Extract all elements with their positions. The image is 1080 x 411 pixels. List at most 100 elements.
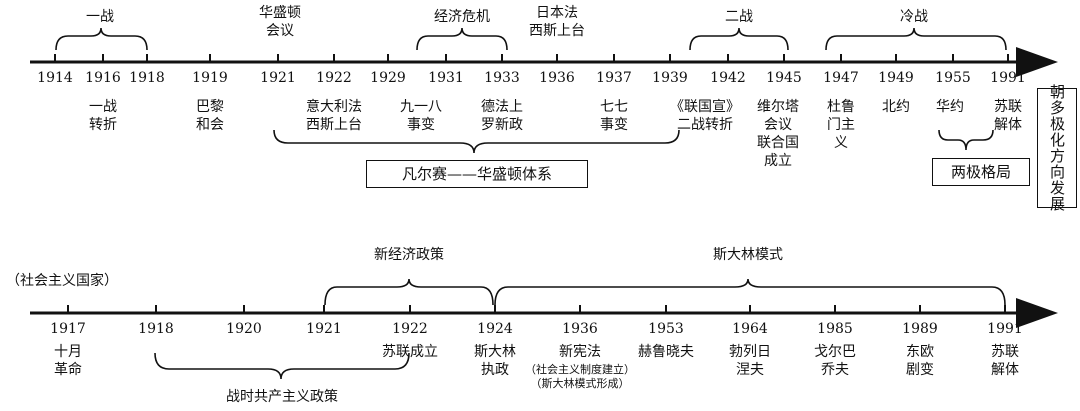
versailles-washington-box: 凡尔赛——华盛顿体系 xyxy=(366,160,588,188)
event-stalin-rule-l1: 斯大林 xyxy=(474,344,516,360)
label-stalin-model: 斯大林模式 xyxy=(713,247,783,263)
event-east-europe: 东欧 剧变 xyxy=(906,343,934,379)
event-ww1-turn-l1: 一战 xyxy=(89,99,117,115)
label-ww1: 一战 xyxy=(86,9,114,25)
event-october: 十月 革命 xyxy=(54,343,82,379)
top-year-label: 1939 xyxy=(652,70,688,86)
event-truman-l3: 义 xyxy=(834,135,848,151)
event-ussr-end-bottom-l1: 苏联 xyxy=(991,344,1019,360)
top-year-label: 1916 xyxy=(85,70,121,86)
top-year-label: 1947 xyxy=(823,70,859,86)
event-october-l2: 革命 xyxy=(54,362,82,378)
event-ussr-end-bottom: 苏联 解体 xyxy=(991,343,1019,379)
bottom-year-label: 1964 xyxy=(732,321,768,337)
label-washington-line1: 华盛顿 xyxy=(259,5,301,21)
brace-ww2 xyxy=(689,27,789,51)
top-year-label: 1949 xyxy=(878,70,914,86)
event-sept18: 九一八 事变 xyxy=(400,98,442,134)
label-washington: 华盛顿 会议 xyxy=(259,4,301,40)
top-ticks xyxy=(54,54,1009,62)
bottom-year-label: 1953 xyxy=(648,321,684,337)
event-yalta-l4: 成立 xyxy=(764,153,792,169)
event-truman-l2: 门主 xyxy=(827,117,855,133)
event-germany-l1: 德法上 xyxy=(481,99,523,115)
event-gorbachev-l2: 乔夫 xyxy=(821,362,849,378)
label-japan-line1: 日本法 xyxy=(536,5,578,21)
event-germany: 德法上 罗新政 xyxy=(481,98,523,134)
event-italy: 意大利法 西斯上台 xyxy=(306,98,362,134)
top-year-label: 1936 xyxy=(539,70,575,86)
top-year-label: 1931 xyxy=(428,70,464,86)
top-year-label: 1921 xyxy=(260,70,296,86)
label-crisis: 经济危机 xyxy=(434,9,490,25)
label-japan: 日本法 西斯上台 xyxy=(529,4,585,40)
event-nato: 北约 xyxy=(882,99,910,115)
top-year-label: 1922 xyxy=(316,70,352,86)
event-east-europe-l2: 剧变 xyxy=(906,362,934,378)
event-ussr-end-top: 苏联 解体 xyxy=(994,98,1022,134)
bottom-year-label: 1989 xyxy=(902,321,938,337)
event-ussr-end-top-l2: 解体 xyxy=(994,117,1022,133)
event-truman-l1: 杜鲁 xyxy=(827,99,855,115)
event-ussr-end-bottom-l2: 解体 xyxy=(991,362,1019,378)
bipolar-box: 两极格局 xyxy=(932,158,1030,186)
top-year-label: 1919 xyxy=(192,70,228,86)
event-stalin-rule-l2: 执政 xyxy=(481,362,509,378)
event-paris-l2: 和会 xyxy=(196,117,224,133)
label-washington-line2: 会议 xyxy=(266,23,294,39)
event-un-declaration: 《联国宣》 二战转折 xyxy=(670,98,740,134)
top-year-label: 1918 xyxy=(129,70,165,86)
label-ww2: 二战 xyxy=(725,9,753,25)
label-japan-line2: 西斯上台 xyxy=(529,23,585,39)
event-stalin-rule: 斯大林 执政 xyxy=(474,343,516,379)
bottom-year-label: 1921 xyxy=(306,321,342,337)
top-year-label: 1914 xyxy=(37,70,73,86)
top-year-label: 1991 xyxy=(990,70,1026,86)
label-coldwar: 冷战 xyxy=(900,9,928,25)
event-ww1-turn-l2: 转折 xyxy=(89,117,117,133)
bottom-year-label: 1936 xyxy=(562,321,598,337)
top-year-label: 1942 xyxy=(710,70,746,86)
event-italy-l1: 意大利法 xyxy=(306,99,362,115)
event-yalta-l1: 维尔塔 xyxy=(757,99,799,115)
event-ussr-founded: 苏联成立 xyxy=(382,344,438,360)
event-germany-l2: 罗新政 xyxy=(481,117,523,133)
brace-war-communism xyxy=(154,352,410,380)
event-warsaw: 华约 xyxy=(936,99,964,115)
top-year-label: 1937 xyxy=(596,70,632,86)
top-year-label: 1933 xyxy=(484,70,520,86)
event-gorbachev-l1: 戈尔巴 xyxy=(814,344,856,360)
top-year-label: 1955 xyxy=(935,70,971,86)
event-constitution: 新宪法 xyxy=(559,344,601,360)
event-constitution-note-l2: （斯大林模式形成） xyxy=(530,377,630,390)
bottom-year-label: 1918 xyxy=(138,321,174,337)
bottom-year-label: 1991 xyxy=(987,321,1023,337)
event-truman: 杜鲁 门主 义 xyxy=(827,98,855,152)
bottom-year-label: 1920 xyxy=(226,321,262,337)
event-yalta-l3: 联合国 xyxy=(757,135,799,151)
event-july7-l2: 事变 xyxy=(600,117,628,133)
bottom-year-label: 1924 xyxy=(477,321,513,337)
event-july7: 七七 事变 xyxy=(600,98,628,134)
brace-versailles xyxy=(273,129,680,154)
bottom-ticks xyxy=(67,305,1006,313)
brace-coldwar xyxy=(825,27,1007,51)
event-sept18-l2: 事变 xyxy=(407,117,435,133)
event-brezhnev-l2: 涅夫 xyxy=(736,362,764,378)
event-constitution-note-l1: （社会主义制度建立） xyxy=(525,363,635,376)
event-un-declaration-l1: 《联国宣》 xyxy=(670,99,740,115)
event-gorbachev: 戈尔巴 乔夫 xyxy=(814,343,856,379)
brace-bipolar xyxy=(938,129,994,151)
event-ww1-turn: 一战 转折 xyxy=(89,98,117,134)
event-un-declaration-l2: 二战转折 xyxy=(677,117,733,133)
event-yalta-l2: 会议 xyxy=(764,117,792,133)
bottom-year-label: 1922 xyxy=(392,321,428,337)
event-brezhnev-l1: 勃列日 xyxy=(729,344,771,360)
event-july7-l1: 七七 xyxy=(600,99,628,115)
socialist-countries-label: （社会主义国家） xyxy=(6,273,118,289)
multipolar-box: 朝多极化方向发展 xyxy=(1037,84,1077,212)
top-year-label: 1929 xyxy=(370,70,406,86)
event-yalta: 维尔塔 会议 联合国 成立 xyxy=(757,98,799,170)
